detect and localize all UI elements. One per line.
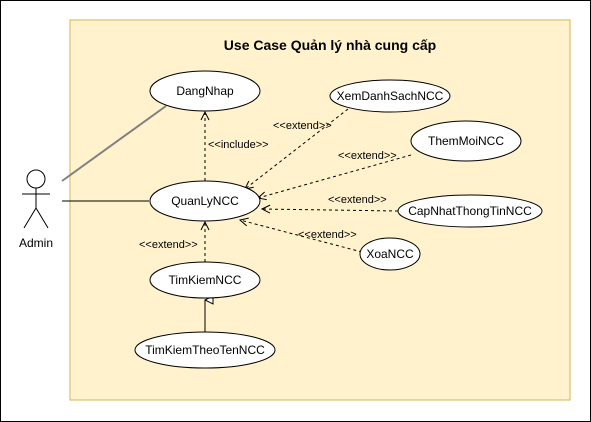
extend-edge-update (262, 209, 399, 211)
usecase-xemdanhsachncc[interactable]: XemDanhSachNCC (329, 79, 451, 113)
association-admin-dangnhap (61, 105, 167, 182)
usecase-capnhatthongtinncc-label: CapNhatThongTinNCC (408, 204, 532, 218)
usecase-timkiemncc[interactable]: TimKiemNCC (149, 261, 261, 299)
extend-edge-add (258, 154, 412, 198)
usecase-timkiemtheotenncc-label: TimKiemTheoTenNCC (145, 343, 265, 357)
actor-label: Admin (19, 236, 53, 250)
system-title: Use Case Quản lý nhà cung cấp (224, 37, 436, 53)
usecase-timkiemncc-shape (149, 261, 261, 299)
usecase-quanlyncc-shape (149, 180, 261, 222)
extend-label-search: <<extend>> (139, 239, 198, 251)
extend-label-add: <<extend>> (338, 150, 397, 162)
usecase-quanlyncc[interactable]: QuanLyNCC (149, 180, 261, 222)
extend-edge-view (245, 108, 349, 189)
usecase-quanlyncc-label: QuanLyNCC (171, 194, 239, 208)
actor-head (26, 169, 46, 189)
usecase-xoancc-label: XoaNCC (366, 247, 414, 261)
usecase-themmoincc-label: ThemMoiNCC (428, 134, 504, 148)
include-label: <<include>> (208, 139, 269, 151)
usecase-dangnhap-label: DangNhap (176, 84, 234, 98)
extend-label-view: <<extend>> (273, 120, 332, 132)
usecase-dangnhap-shape (149, 70, 261, 112)
usecase-themmoincc[interactable]: ThemMoiNCC (410, 120, 522, 162)
usecase-xemdanhsachncc-shape (329, 79, 451, 113)
usecase-capnhatthongtinncc[interactable]: CapNhatThongTinNCC (397, 194, 543, 228)
usecase-timkiemncc-label: TimKiemNCC (169, 273, 242, 287)
actor-leg-right (35, 207, 49, 229)
actor-leg-left (23, 207, 37, 229)
usecase-xemdanhsachncc-label: XemDanhSachNCC (337, 89, 444, 103)
extend-label-update: <<extend>> (328, 194, 387, 206)
extend-label-delete: <<extend>> (298, 229, 357, 241)
usecase-xoancc[interactable]: XoaNCC (359, 237, 421, 271)
usecase-timkiemtheotenncc[interactable]: TimKiemTheoTenNCC (134, 331, 276, 369)
usecase-timkiemtheotenncc-shape (134, 331, 276, 369)
usecase-themmoincc-shape (410, 120, 522, 162)
usecase-capnhatthongtinncc-shape (397, 194, 543, 228)
usecase-dangnhap[interactable]: DangNhap (149, 70, 261, 112)
actor-admin[interactable]: Admin (19, 169, 53, 250)
usecase-xoancc-shape (359, 237, 421, 271)
